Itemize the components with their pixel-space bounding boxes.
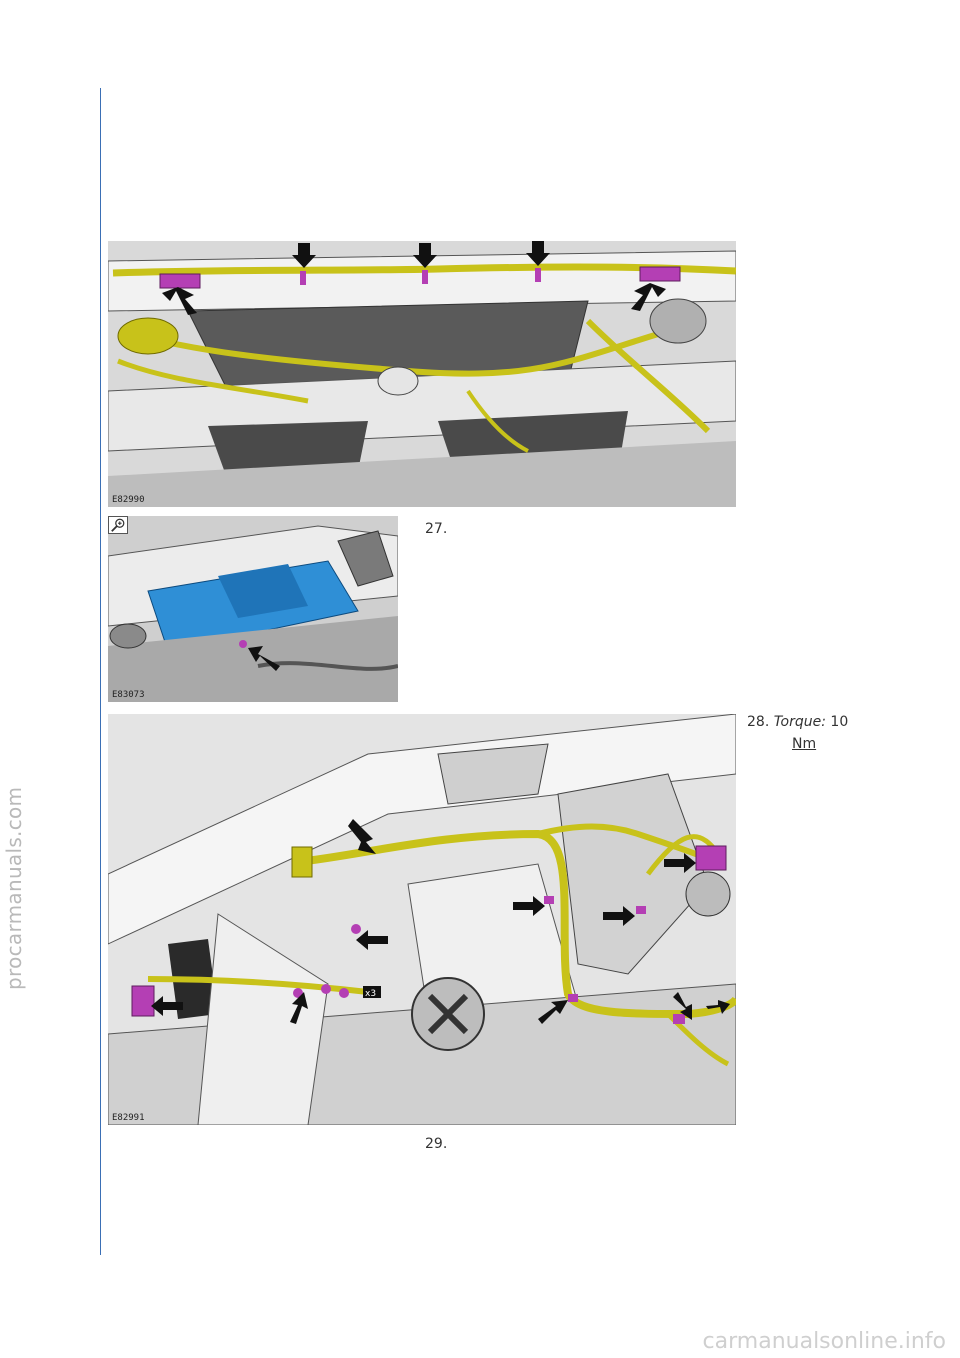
step-28-number: 28. (747, 714, 770, 730)
torque-unit-link[interactable]: Nm (792, 736, 817, 752)
bottom-watermark: carmanualsonline.info (702, 1329, 946, 1354)
figure-harness-detail: x3 E82991 (108, 714, 736, 1125)
arrow-icon (151, 819, 730, 1024)
step-29-number: 29. (425, 1136, 448, 1152)
side-watermark: procarmanuals.com (2, 786, 26, 990)
torque-value: 10 (830, 714, 849, 730)
clip-count-callout: x3 (365, 989, 376, 999)
torque-label: Torque: (773, 714, 826, 730)
step-28: 28. Torque: 10 Nm (747, 714, 849, 752)
figure-code: E83073 (112, 690, 145, 700)
margin-rule (100, 88, 101, 1255)
figure-cover-removal: E83073 (108, 516, 398, 702)
arrow-icon (248, 646, 280, 671)
arrow-icon (162, 241, 666, 315)
figure-code: E82990 (112, 495, 145, 505)
zoom-in-icon[interactable] (108, 516, 128, 534)
step-27-number: 27. (425, 521, 448, 537)
figure-code: E82991 (112, 1113, 145, 1123)
figure-harness-overview: E82990 (108, 241, 736, 507)
